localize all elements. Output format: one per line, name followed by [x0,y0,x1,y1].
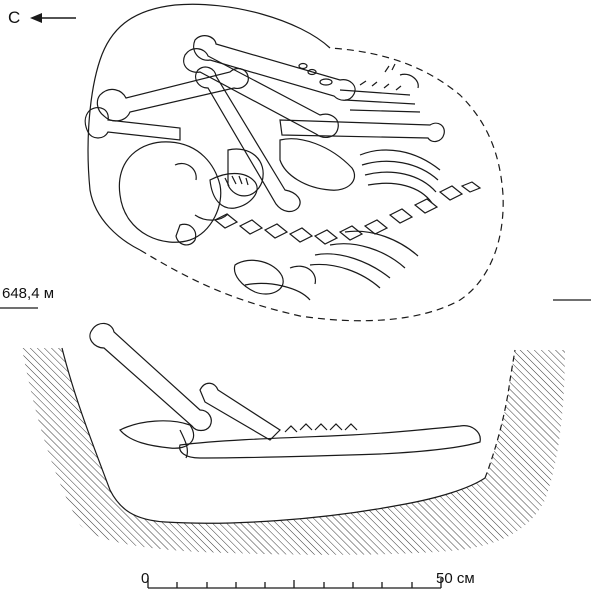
north-label: С [8,8,21,27]
north-arrow-icon [30,13,76,23]
soil-hatching [22,348,565,555]
scale-end-label: 50 см [436,570,475,587]
pelvis [227,138,356,197]
elevation-label: 648,4 м [2,285,55,302]
pit-outline-solid [87,3,331,251]
grave-plan [84,3,504,322]
pit-outline-dashed [139,47,504,322]
ribs [309,149,441,289]
long-bones-upper [84,35,445,213]
scale-start-label: 0 [141,570,150,587]
section-bones [89,322,481,459]
lower-bones [175,223,316,301]
vertebral-column [213,181,482,245]
pit-profile [61,347,486,524]
skull [118,141,258,243]
hand-bones [298,62,421,113]
grave-section [22,322,565,555]
scale-bar [147,578,442,589]
